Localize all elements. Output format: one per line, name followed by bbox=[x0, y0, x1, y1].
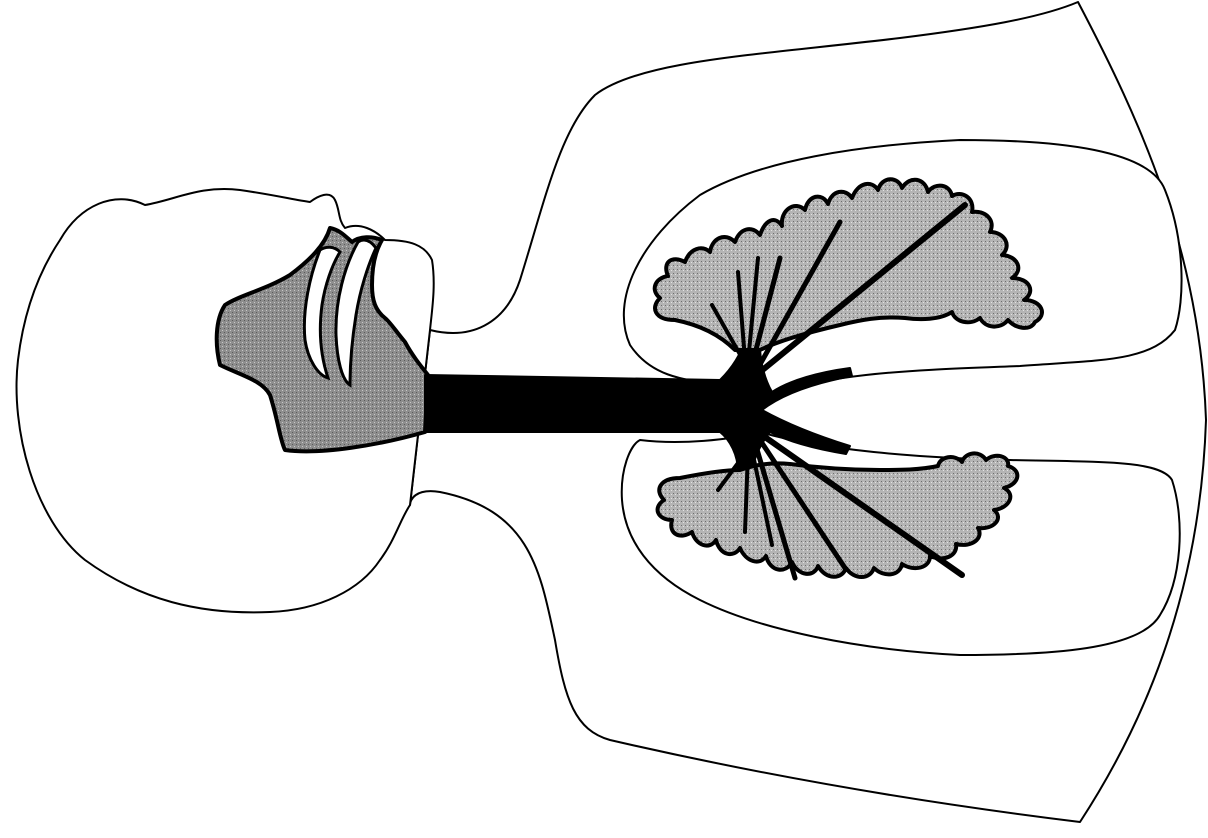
diagram-canvas bbox=[0, 0, 1208, 838]
respiratory-diagram bbox=[0, 0, 1208, 838]
